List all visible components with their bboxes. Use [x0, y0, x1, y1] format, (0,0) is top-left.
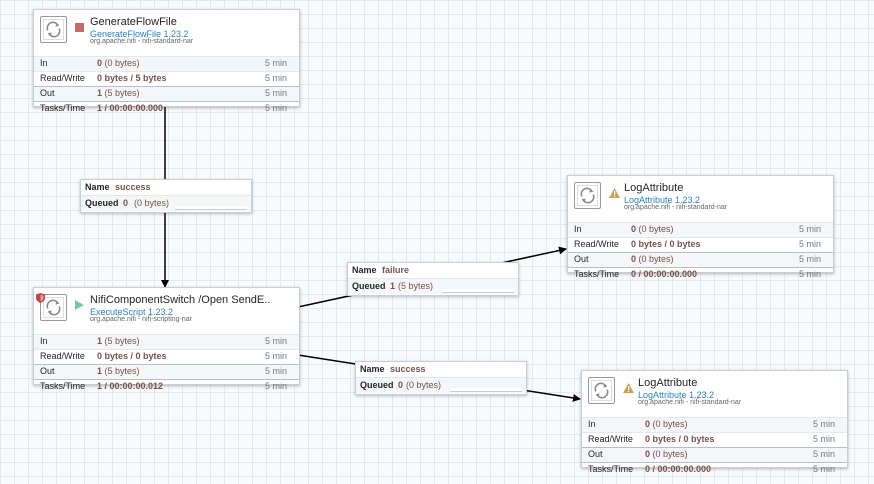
stat-out: Out 0 (0 bytes) 5 min [568, 252, 833, 267]
stat-tasks-time: Tasks/Time 1 / 00:00:00.000 5 min [34, 101, 299, 116]
processor-icon [588, 377, 615, 404]
stat-tasks-time: Tasks/Time 1 / 00:00:00.012 5 min [34, 379, 299, 394]
running-icon [75, 297, 84, 315]
connection-label-success-1[interactable]: Name success Queued 0 (0 bytes) [80, 179, 252, 213]
stat-read-write: Read/Write 0 bytes / 0 bytes 5 min [34, 349, 299, 364]
queue-progress-bar [450, 388, 522, 392]
stat-tasks-time: Tasks/Time 0 / 00:00:00.000 5 min [568, 267, 833, 282]
processor-name: LogAttribute [624, 182, 684, 194]
stat-out: Out 1 (5 bytes) 5 min [34, 86, 299, 101]
processor-bundle: org.apache.nifi - nifi-standard-nar [90, 38, 194, 45]
stat-out: Out 0 (0 bytes) 5 min [582, 447, 847, 462]
stat-in: In 0 (0 bytes) 5 min [568, 222, 833, 237]
processor-icon [574, 182, 601, 209]
connection-queued-row: Queued 0 (0 bytes) [356, 377, 526, 393]
processor-execute-script[interactable]: NifiComponentSwitch /Open SendE... Execu… [33, 287, 300, 391]
connection-queued-row: Queued 1 (5 bytes) [348, 278, 518, 294]
warning-icon [609, 185, 620, 203]
queue-progress-bar [175, 206, 247, 210]
processor-type: ExecuteScript 1.23.2 [90, 307, 174, 317]
stat-read-write: Read/Write 0 bytes / 5 bytes 5 min [34, 71, 299, 86]
processor-type: LogAttribute 1.23.2 [638, 390, 715, 400]
processor-generate-flowfile[interactable]: GenerateFlowFile GenerateFlowFile 1.23.2… [33, 9, 300, 113]
stat-in: In 1 (5 bytes) 5 min [34, 334, 299, 349]
connection-label-success-2[interactable]: Name success Queued 0 (0 bytes) [355, 361, 527, 395]
processor-icon [40, 16, 67, 43]
stat-in: In 0 (0 bytes) 5 min [34, 56, 299, 71]
stat-in: In 0 (0 bytes) 5 min [582, 417, 847, 432]
connection-name-row: Name failure [352, 265, 410, 275]
stat-tasks-time: Tasks/Time 0 / 00:00:00.000 5 min [582, 462, 847, 477]
connection-name-row: Name success [360, 364, 426, 374]
connection-name-row: Name success [85, 182, 151, 192]
processor-name: LogAttribute [638, 377, 698, 389]
stat-read-write: Read/Write 0 bytes / 0 bytes 5 min [582, 432, 847, 447]
warning-icon [623, 380, 634, 398]
processor-log-attribute-1[interactable]: LogAttribute LogAttribute 1.23.2 org.apa… [567, 175, 834, 279]
processor-name: NifiComponentSwitch /Open SendE... [90, 294, 270, 306]
connection-queued-row: Queued 0 (0 bytes) [81, 195, 251, 211]
stat-read-write: Read/Write 0 bytes / 0 bytes 5 min [568, 237, 833, 252]
processor-log-attribute-2[interactable]: LogAttribute LogAttribute 1.23.2 org.apa… [581, 370, 848, 474]
processor-bundle: org.apache.nifi - nifi-standard-nar [624, 204, 728, 211]
stat-out: Out 1 (5 bytes) 5 min [34, 364, 299, 379]
connection-label-failure[interactable]: Name failure Queued 1 (5 bytes) [347, 262, 519, 296]
processor-bundle: org.apache.nifi - nifi-scripting-nar [90, 316, 192, 323]
processor-name: GenerateFlowFile [90, 16, 177, 28]
queue-progress-bar [442, 289, 514, 293]
processor-type: LogAttribute 1.23.2 [624, 195, 701, 205]
stopped-icon [75, 19, 84, 37]
processor-type: GenerateFlowFile 1.23.2 [90, 29, 189, 39]
processor-bundle: org.apache.nifi - nifi-standard-nar [638, 399, 742, 406]
shield-icon [36, 290, 45, 308]
